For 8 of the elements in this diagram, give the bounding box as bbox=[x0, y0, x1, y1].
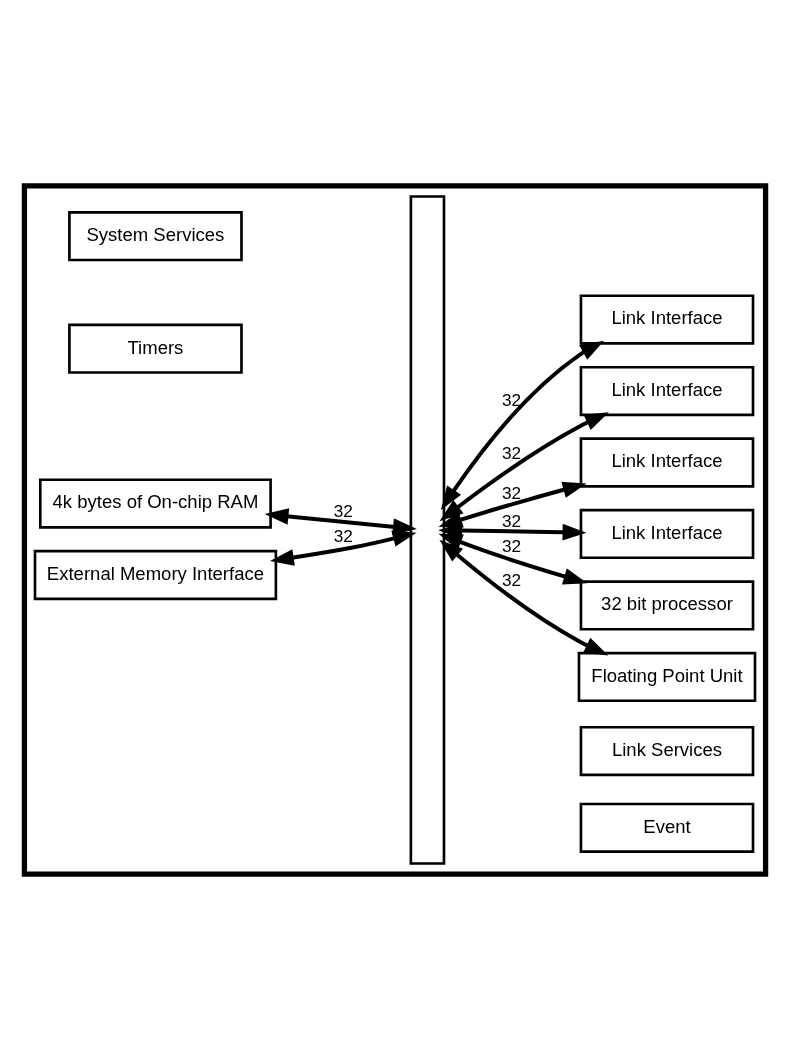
edge-label: 32 bbox=[333, 500, 353, 521]
edge-label: 32 bbox=[501, 389, 522, 410]
edge-label: 32 bbox=[501, 510, 522, 531]
edge-label: 32 bbox=[501, 442, 522, 463]
edge-label: 32 bbox=[501, 482, 522, 503]
edge-label: 32 bbox=[333, 525, 353, 546]
edge-label: 32 bbox=[501, 535, 522, 556]
edge-label: 32 bbox=[501, 569, 522, 590]
